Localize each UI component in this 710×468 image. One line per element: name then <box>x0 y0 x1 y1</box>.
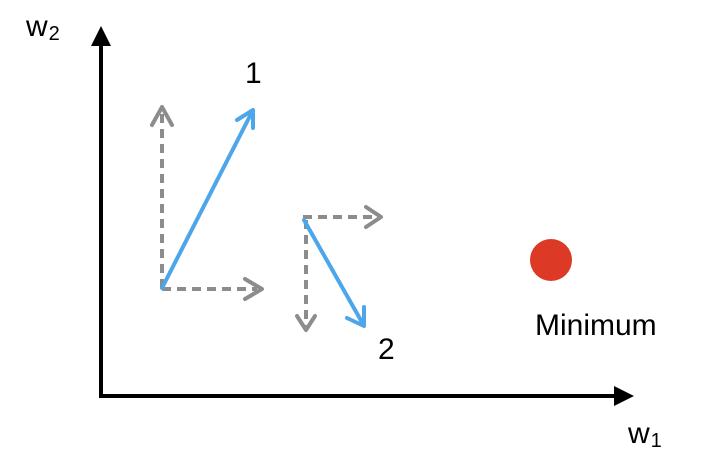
axes <box>91 26 634 406</box>
step-2-vertical-arrowhead <box>295 314 317 332</box>
minimum-point <box>530 239 572 281</box>
step-1-gradient-arrowhead <box>235 108 255 130</box>
y-axis-arrowhead <box>91 26 111 46</box>
step-2 <box>295 205 383 332</box>
x-axis-label: w1 <box>628 417 662 452</box>
y-axis-label-text: w <box>26 10 48 43</box>
step-2-horizontal-arrowhead <box>364 205 383 229</box>
step-1-vertical-arrowhead <box>150 105 174 127</box>
step-2-gradient-vector <box>302 218 365 326</box>
step-2-label: 2 <box>378 333 395 366</box>
x-axis-label-subscript: 1 <box>650 430 662 452</box>
step-1-label: 1 <box>245 57 262 90</box>
x-axis-arrowhead <box>614 386 634 406</box>
minimum-label: Minimum <box>535 309 657 342</box>
y-axis-label-subscript: 2 <box>48 23 60 45</box>
step-1-gradient-vector <box>160 110 254 290</box>
y-axis-label: w2 <box>26 10 60 45</box>
x-axis-label-text: w <box>628 417 650 450</box>
step-2-gradient-arrowhead <box>345 305 366 328</box>
step-1-horizontal-arrowhead <box>243 277 264 301</box>
step-1 <box>150 105 264 301</box>
